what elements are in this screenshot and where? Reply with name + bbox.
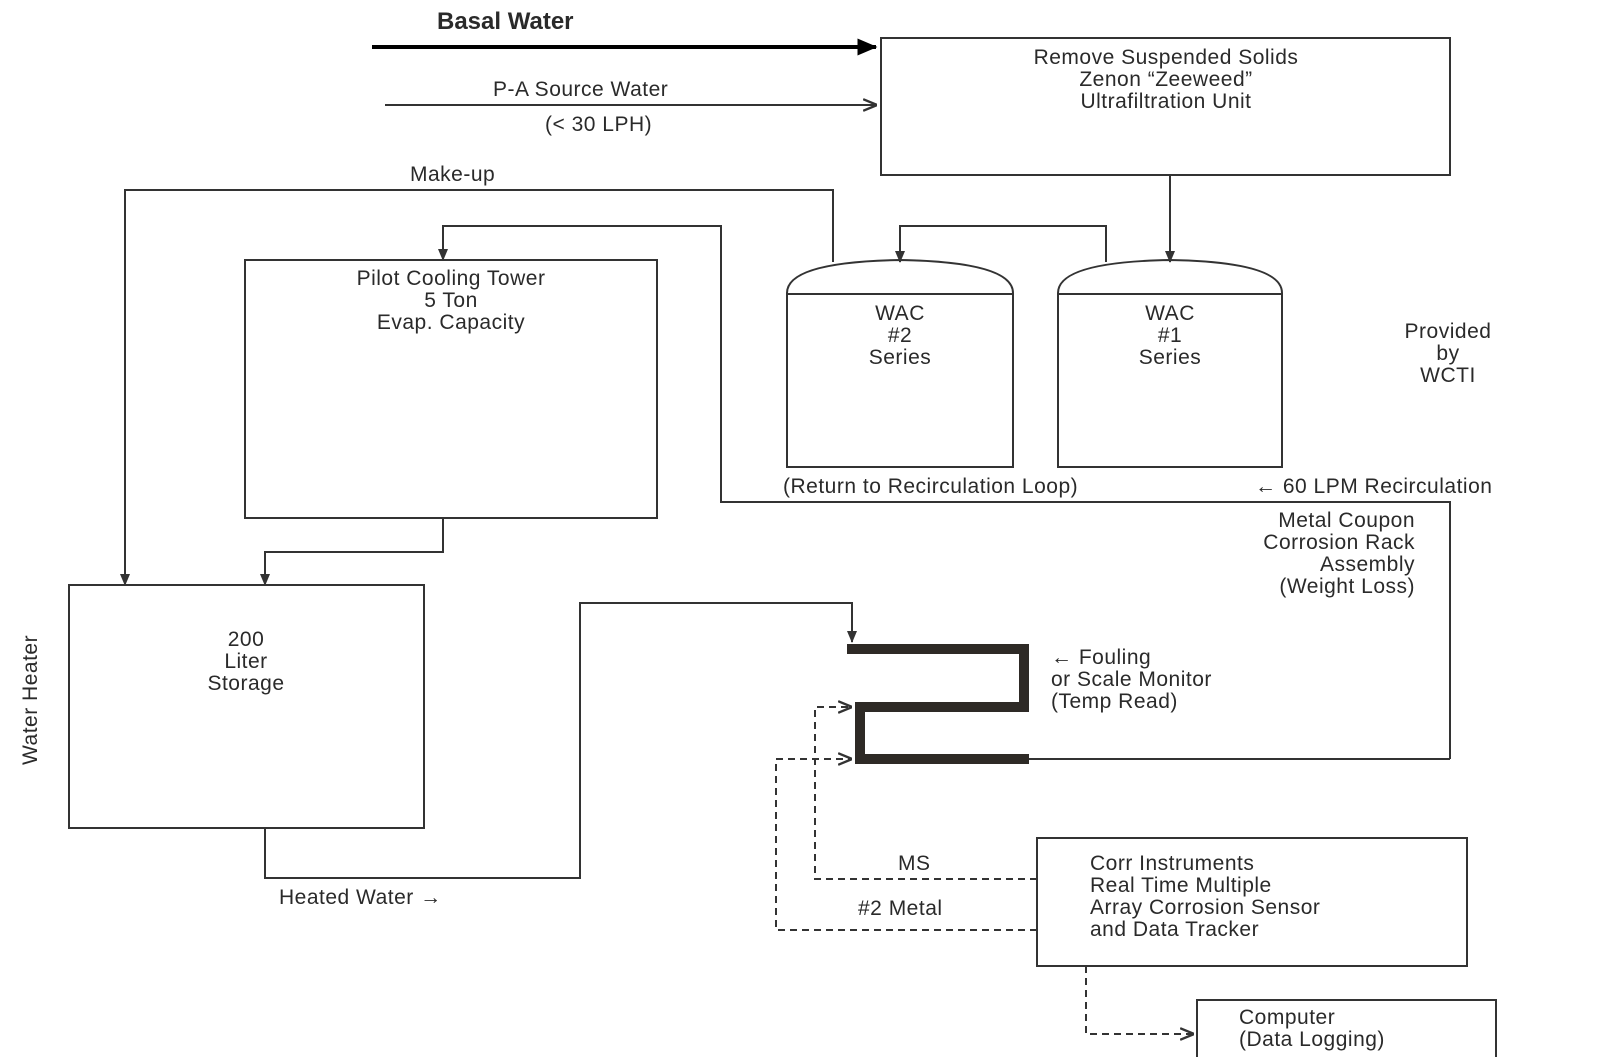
heated-water-label: Heated Water → xyxy=(279,886,442,909)
provided-by-line1: Provided xyxy=(1405,320,1492,343)
ms-label: MS xyxy=(898,852,931,875)
uf-label-line1: Remove Suspended Solids xyxy=(1034,46,1299,69)
corr-label-line2: Real Time Multiple xyxy=(1090,874,1272,897)
computer-label-line1: Computer xyxy=(1239,1006,1335,1029)
fouling-label-line2: or Scale Monitor xyxy=(1051,668,1212,691)
wac1-to-wac2-arrow xyxy=(895,225,1107,263)
makeup-line-arrow xyxy=(120,189,834,586)
corr-to-computer-dashed-arrow xyxy=(1085,966,1193,1034)
wac2-label-line3: Series xyxy=(869,346,932,369)
coupon-label-line1: Metal Coupon xyxy=(1278,509,1415,532)
tower-label-line3: Evap. Capacity xyxy=(377,311,525,334)
metal2-sensor-dashed-line xyxy=(775,759,1037,931)
storage-tank-box xyxy=(68,584,425,829)
provided-by-line2: by xyxy=(1436,342,1459,365)
provided-by-line3: WCTI xyxy=(1420,364,1476,387)
storage-label-line1: 200 xyxy=(228,628,265,651)
return-loop-label: (Return to Recirculation Loop) xyxy=(783,475,1078,498)
computer-label-line2: (Data Logging) xyxy=(1239,1028,1385,1051)
corr-instruments-box xyxy=(1036,837,1468,967)
recirculation-loop-arrow xyxy=(438,225,1451,759)
pa-source-label: P-A Source Water xyxy=(493,78,668,101)
water-heater-label: Water Heater xyxy=(19,635,42,765)
wac1-label-line2: #1 xyxy=(1158,324,1182,347)
pa-rate-label: (< 30 LPH) xyxy=(545,113,652,136)
fouling-label-line1: ← Fouling xyxy=(1051,646,1151,669)
computer-box xyxy=(1196,999,1497,1057)
coupon-label-line4: (Weight Loss) xyxy=(1279,575,1415,598)
uf-label-line2: Zenon “Zeeweed” xyxy=(1079,68,1252,91)
storage-label-line2: Liter xyxy=(224,650,267,673)
coupon-label-line2: Corrosion Rack xyxy=(1263,531,1415,554)
corr-label-line3: Array Corrosion Sensor xyxy=(1090,896,1320,919)
heated-water-arrow xyxy=(264,602,857,879)
metal2-label: #2 Metal xyxy=(858,897,943,920)
storage-label-line3: Storage xyxy=(207,672,284,695)
coupon-label-line3: Assembly xyxy=(1320,553,1415,576)
uf-label-line3: Ultrafiltration Unit xyxy=(1080,90,1251,113)
tower-to-storage-arrow xyxy=(260,518,444,586)
ultrafiltration-unit-box xyxy=(880,37,1451,176)
wac2-label-line1: WAC xyxy=(875,302,925,325)
makeup-label: Make-up xyxy=(410,163,495,186)
tower-label-line1: Pilot Cooling Tower xyxy=(357,267,546,290)
basal-water-label: Basal Water xyxy=(437,8,574,35)
wac1-label-line1: WAC xyxy=(1145,302,1195,325)
wac2-tank xyxy=(786,258,1014,468)
wac2-label-line2: #2 xyxy=(888,324,912,347)
tower-label-line2: 5 Ton xyxy=(424,289,478,312)
fouling-monitor-serpentine xyxy=(847,644,1029,764)
corr-label-line4: and Data Tracker xyxy=(1090,918,1259,941)
recirculation-rate-label: ← 60 LPM Recirculation xyxy=(1255,475,1492,498)
corr-label-line1: Corr Instruments xyxy=(1090,852,1254,875)
wac1-tank xyxy=(1057,258,1283,468)
fouling-label-line3: (Temp Read) xyxy=(1051,690,1178,713)
pilot-cooling-tower-box xyxy=(244,259,658,519)
ms-sensor-dashed-line xyxy=(814,707,1037,880)
wac1-label-line3: Series xyxy=(1139,346,1202,369)
